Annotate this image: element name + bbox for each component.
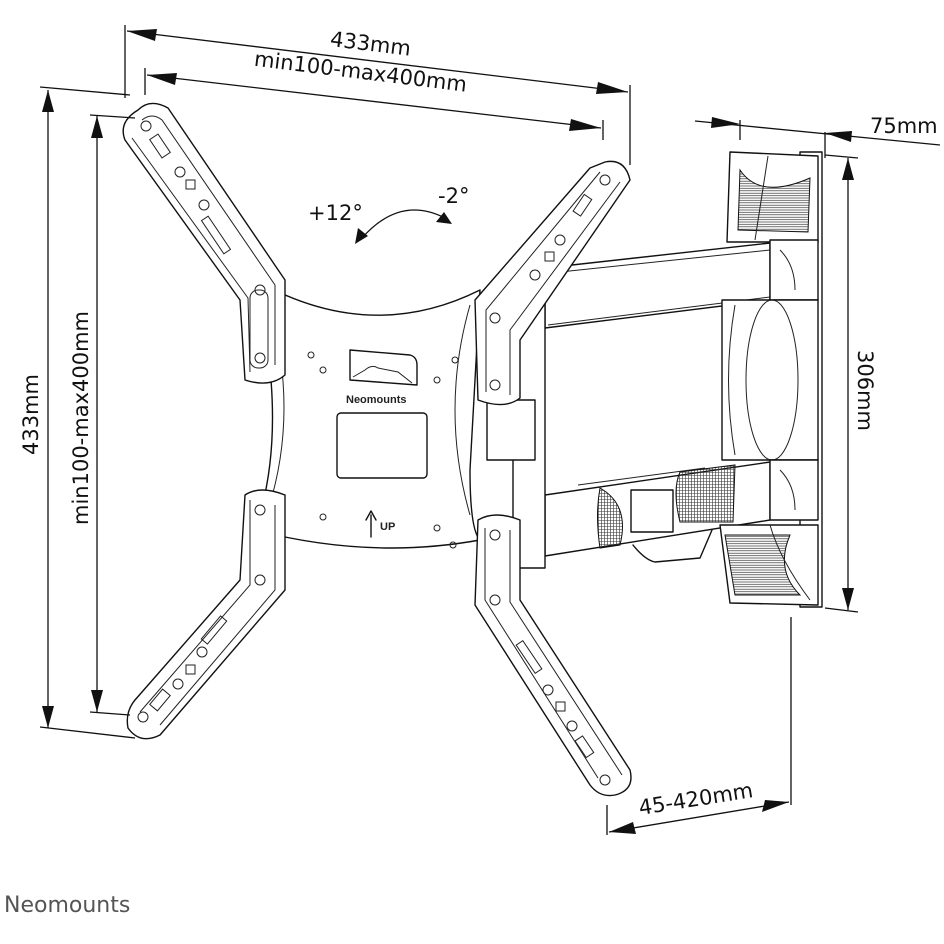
plate-arm-upper-right [474,160,631,406]
plate-arm-lower-right [474,514,632,797]
tilt-up-label: +12° [308,201,363,225]
dim-plate-width: 433mm [124,25,631,165]
tilt-indicator: +12° -2° [308,184,469,244]
plate-brand-label: Neomounts [346,394,407,406]
plate-up-label: UP [380,521,395,533]
dim-wall-plate-depth-label: 75mm [870,114,938,138]
dim-vesa-horizontal: min100-max400mm [144,47,604,140]
plate-label-area [336,412,428,479]
plate-arm-lower-left [126,489,286,740]
brand-logo: Neomounts [4,893,130,918]
tilt-down-label: -2° [438,184,469,208]
dim-wall-distance-label: 45-420mm [637,778,755,820]
dim-vesa-vertical-label: min100-max400mm [69,311,93,525]
plate-handle [349,349,418,386]
dim-wall-plate-height-label: 306mm [853,350,877,431]
dim-plate-width-label: 433mm [329,27,412,61]
swing-arm [486,242,771,569]
plate-arm-upper-left [122,102,286,384]
dim-plate-height-label: 433mm [19,374,43,455]
dim-plate-height: 433mm [19,86,136,739]
tv-plate: Neomounts UP [122,102,632,797]
up-arrow-icon [365,510,377,538]
dim-wall-plate-height: 306mm [824,154,877,613]
dim-wall-plate-depth: 75mm [694,114,941,158]
wall-plate [719,151,823,608]
dim-wall-distance: 45-420mm [606,617,792,835]
dim-vesa-vertical: min100-max400mm [69,114,136,716]
